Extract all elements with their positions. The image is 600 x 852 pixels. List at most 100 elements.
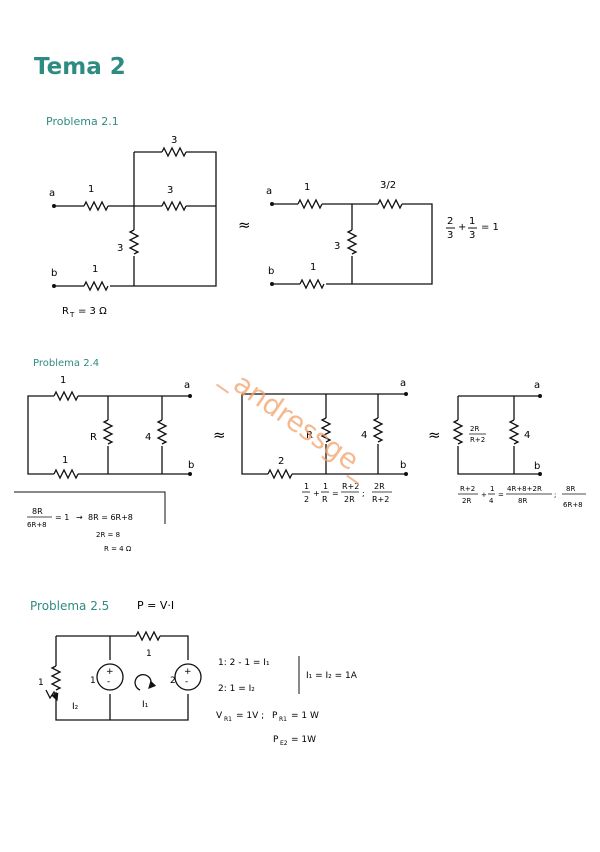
svg-text:R1: R1 (224, 716, 232, 723)
resistor-icon (297, 198, 323, 210)
node-label-a: a (49, 188, 55, 199)
terminal-a-icon (270, 202, 274, 206)
svg-text:2R: 2R (374, 482, 385, 491)
node-label-b: b (268, 266, 274, 277)
loop-current-icon (134, 673, 157, 691)
p25-formula: P = V·I (137, 599, 174, 612)
svg-text:R+2: R+2 (372, 495, 389, 504)
terminal-a-icon (52, 204, 56, 208)
resistor-icon (83, 280, 109, 292)
p25-circuit (45, 630, 202, 721)
resistor-icon (452, 419, 464, 445)
p24-circuit-3 (452, 395, 540, 475)
resistor-icon (508, 419, 520, 445)
svg-text:R+2: R+2 (342, 482, 359, 491)
p25-equations: 1: 2 - 1 = I₁ 2: 1 = I₂ I₁ = I₂ = 1A (218, 656, 358, 694)
node-label-b: b (400, 460, 406, 471)
svg-text:1: 1 (469, 216, 475, 227)
resistor-value: R (90, 432, 97, 443)
svg-text:2R = 8: 2R = 8 (96, 531, 120, 539)
svg-text:R: R (62, 306, 69, 317)
resistor-value: 3 (167, 185, 173, 196)
resistor-value: 1 (310, 262, 316, 273)
page-title: Tema 2 (34, 54, 126, 80)
resistor-value: 3 (171, 135, 177, 146)
voltage-source-icon (96, 663, 124, 691)
svg-text:;: ; (554, 491, 556, 499)
resistor-icon (320, 417, 332, 443)
resistor-icon (53, 390, 79, 402)
p24-circuit-2 (241, 393, 406, 480)
resistor-value: 1 (92, 264, 98, 275)
p21-circuit-1 (54, 146, 217, 292)
resistor-icon (135, 630, 161, 642)
resistor-value: 4 (361, 430, 367, 441)
resistor-value: 1 (60, 375, 66, 386)
svg-text:= 1 W: = 1 W (291, 711, 319, 721)
voltage-source-icon (174, 663, 202, 691)
equivalence-symbol: ≈ (213, 426, 226, 444)
node-label-b: b (51, 268, 57, 279)
svg-text:6R+8: 6R+8 (563, 501, 583, 509)
terminal-a-icon (538, 394, 542, 398)
equivalence-symbol: ≈ (428, 426, 441, 444)
p24-eq-mid: 1 2 + 1 R = R+2 2R ; 2R R+2 (302, 482, 392, 504)
resistor-value: 3 (117, 243, 123, 254)
svg-text:= 3 Ω: = 3 Ω (78, 306, 107, 317)
svg-text:+: + (481, 491, 487, 499)
watermark-text: _andressge_ (215, 358, 377, 485)
minus-sign: - (185, 677, 188, 687)
terminal-a-icon (404, 392, 408, 396)
bracket-line (14, 491, 166, 524)
resistor-value: 2 (278, 456, 284, 467)
svg-text:8R: 8R (32, 507, 43, 516)
resistor-icon (346, 229, 358, 255)
p21-calc: 2 3 + 1 3 = 1 (446, 216, 499, 241)
source-value: 1 (90, 676, 96, 686)
svg-text:8R: 8R (566, 485, 575, 493)
resistor-icon (50, 665, 62, 691)
minus-sign: - (107, 677, 110, 687)
resistor-icon (161, 146, 187, 158)
svg-text:→: → (76, 513, 83, 522)
svg-text:+: + (458, 222, 466, 233)
resistor-icon (83, 200, 109, 212)
resistor-icon (299, 278, 325, 290)
resistor-value: 1 (62, 455, 68, 466)
svg-text:= 1: = 1 (481, 222, 499, 233)
p24-circuit-1 (27, 390, 190, 480)
terminal-b-icon (52, 284, 56, 288)
p24-heading: Problema 2.4 (33, 358, 99, 369)
svg-text:P: P (273, 735, 279, 745)
node-label-b: b (188, 460, 194, 471)
svg-text:R1: R1 (279, 716, 287, 723)
resistor-icon (102, 419, 114, 445)
svg-text:8R: 8R (518, 497, 527, 505)
p24-eq-right: R+2 2R + 1 4 = 4R+8+2R 8R ; 8R 6R+8 (458, 485, 586, 509)
resistor-icon (372, 417, 384, 443)
svg-text:3: 3 (447, 230, 453, 241)
svg-text:I₁ = I₂ = 1A: I₁ = I₂ = 1A (306, 671, 358, 681)
svg-text:4: 4 (489, 497, 494, 505)
svg-text:1: 1 (304, 482, 309, 491)
resistor-value: R+2 (470, 436, 485, 444)
resistor-value: R (306, 430, 313, 441)
svg-text:3: 3 (469, 230, 475, 241)
equivalence-symbol: ≈ (238, 216, 251, 234)
svg-text:2: 2 (304, 495, 309, 504)
svg-text:T: T (69, 311, 75, 319)
svg-text:1: 1 (323, 482, 328, 491)
svg-text:=: = (332, 489, 339, 498)
source-value: 2 (170, 676, 176, 686)
svg-text:P: P (272, 711, 278, 721)
terminal-b-icon (270, 282, 274, 286)
p21-total-resistance: R T = 3 Ω (62, 306, 107, 319)
terminal-a-icon (188, 394, 192, 398)
p24-eq-left: 8R 6R+8 = 1 → 8R = 6R+8 2R = 8 R = 4 Ω (27, 507, 133, 553)
terminal-b-icon (538, 472, 542, 476)
node-label-a: a (534, 380, 540, 391)
terminal-b-icon (188, 472, 192, 476)
current-arrow-icon (45, 689, 59, 702)
svg-text:8R = 6R+8: 8R = 6R+8 (88, 513, 133, 522)
resistor-value: 4 (145, 432, 151, 443)
